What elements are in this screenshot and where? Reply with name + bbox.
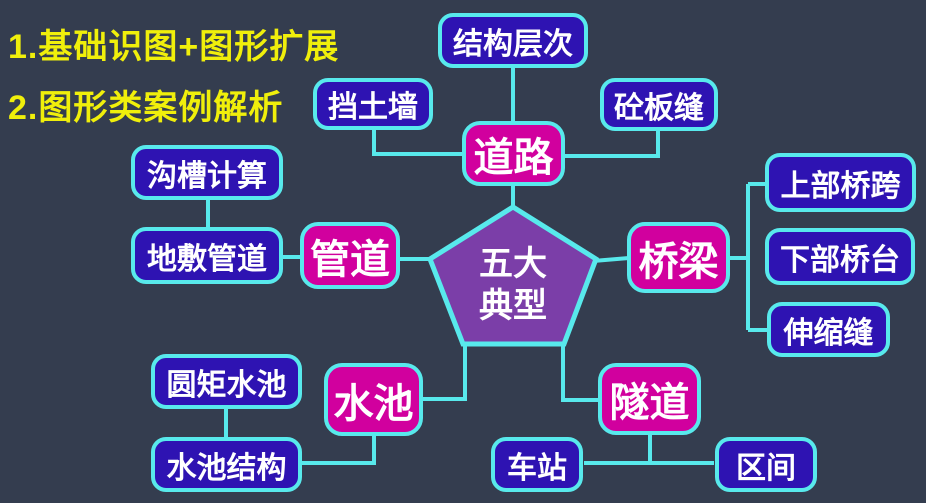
child-node-station: 车站 [491, 437, 583, 492]
child-node-interval: 区间 [715, 437, 817, 492]
branch-node-road: 道路 [462, 121, 565, 186]
child-node-trench-calculation: 沟槽计算 [131, 145, 283, 200]
pentagon-label: 五大 典型 [453, 243, 573, 327]
center-pentagon [426, 204, 600, 347]
child-node-upper-bridge-span: 上部桥跨 [765, 153, 916, 212]
branch-node-bridge: 桥梁 [627, 222, 730, 293]
connector-pentagon-bridge [592, 256, 630, 263]
child-node-round-rect-pool: 圆矩水池 [151, 354, 302, 409]
connector-pool-structure [300, 434, 376, 465]
pentagon-label-line2: 典型 [479, 287, 547, 325]
branch-node-tunnel: 隧道 [598, 363, 701, 435]
child-node-lower-abutment: 下部桥台 [765, 228, 915, 285]
branch-node-pipeline: 管道 [300, 222, 400, 289]
child-node-buried-pipeline: 地敷管道 [131, 227, 283, 284]
child-node-retaining-wall: 挡土墙 [313, 78, 433, 130]
connector-slab-joint-road [563, 129, 660, 158]
connector-retaining-wall-road [372, 128, 464, 156]
child-node-expansion-joint: 伸缩缝 [767, 302, 890, 357]
pentagon-label-line1: 五大 [479, 245, 547, 283]
connector-bridge-bracket [728, 182, 769, 332]
connector-pentagon-pool [421, 343, 467, 401]
child-node-pool-structure: 水池结构 [151, 437, 302, 492]
connector-tunnel-children [584, 433, 714, 465]
branch-node-pool: 水池 [324, 363, 423, 436]
connector-pentagon-tunnel [561, 343, 600, 402]
heading-line-2: 2.图形类案例解析 [8, 89, 284, 127]
heading-line-1: 1.基础识图+图形扩展 [8, 28, 340, 66]
child-node-concrete-slab-joint: 砼板缝 [600, 78, 718, 131]
child-node-structure-layers: 结构层次 [438, 13, 588, 68]
